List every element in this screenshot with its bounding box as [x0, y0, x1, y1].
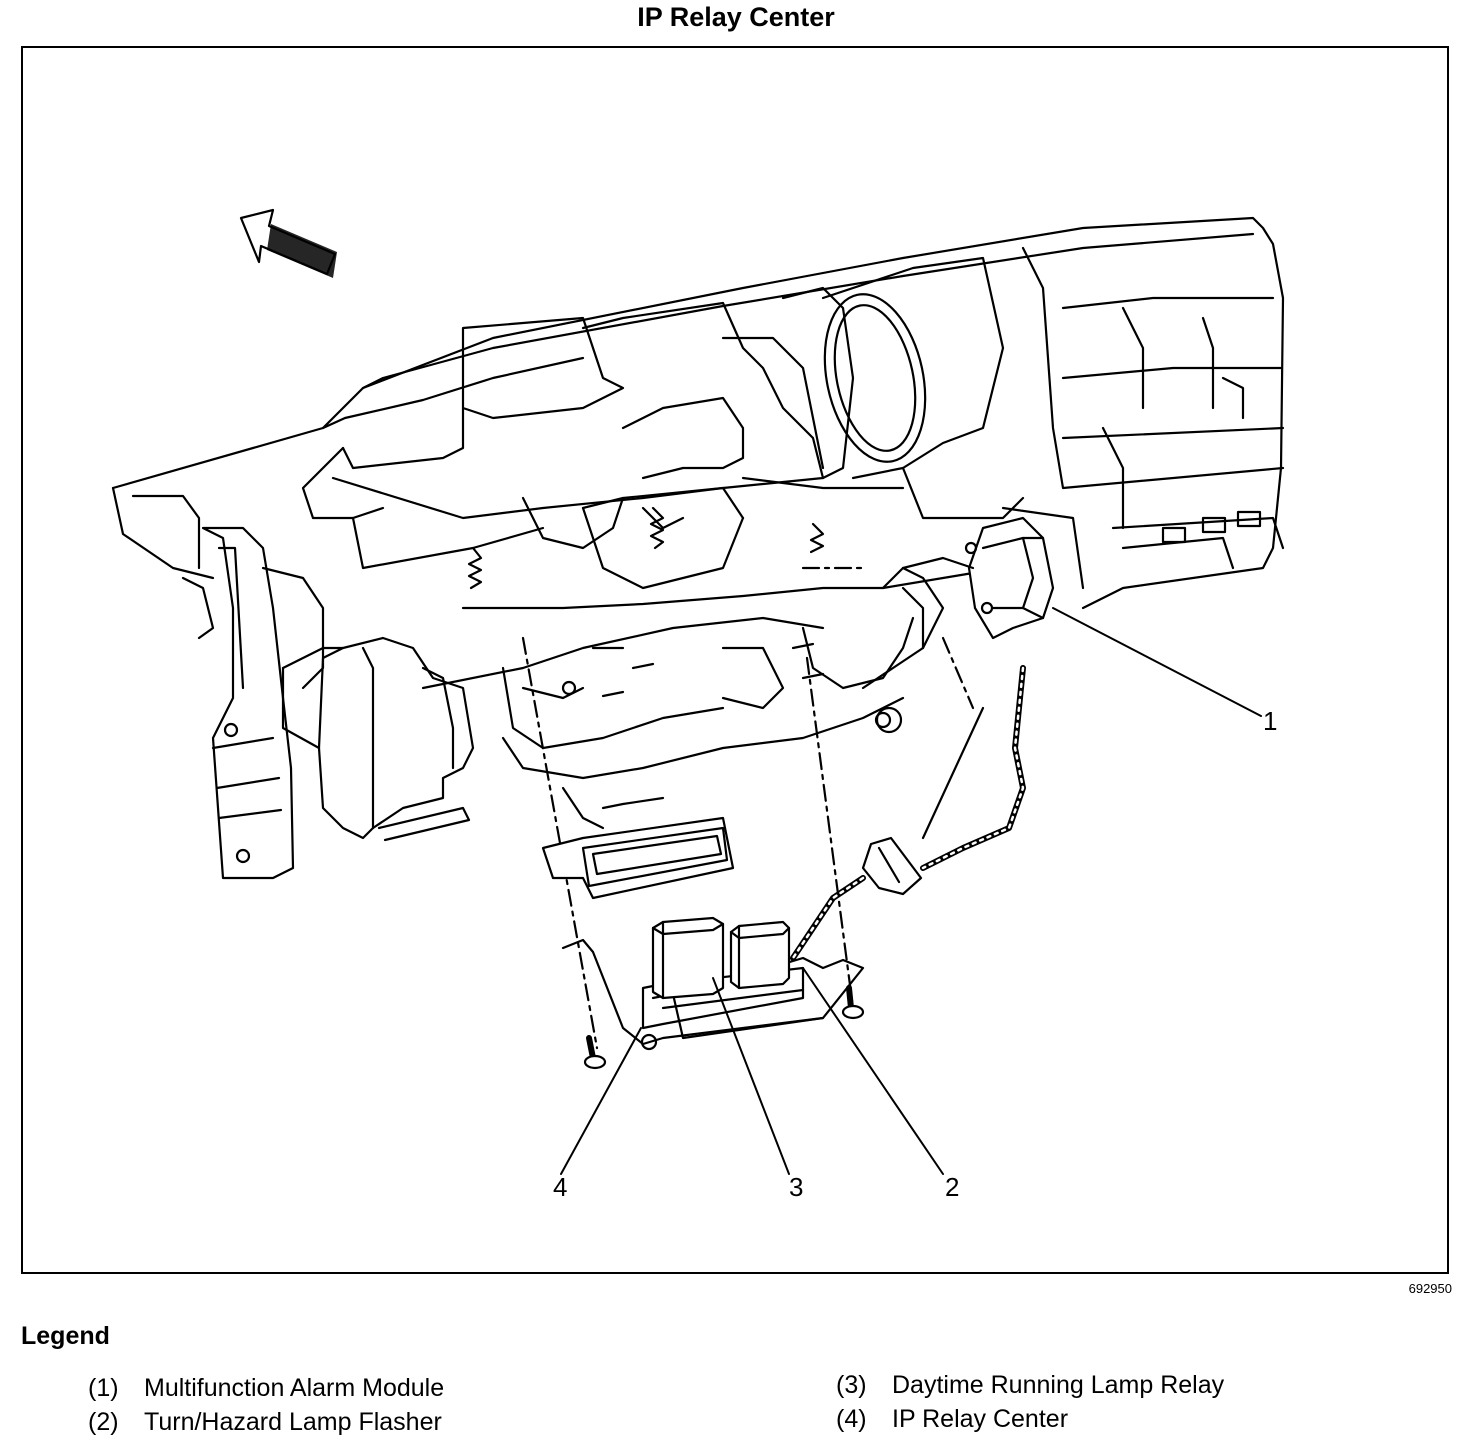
mounting-screw-right	[841, 985, 865, 1020]
legend-item-number: (3)	[836, 1371, 867, 1399]
diagram-title: IP Relay Center	[637, 2, 835, 32]
legend-item: (1) Multifunction Alarm Module	[88, 1374, 444, 1403]
callout-leaders	[560, 607, 1262, 1175]
daytime-running-lamp-relay	[651, 916, 725, 1000]
legend-item-number: (1)	[88, 1374, 119, 1402]
legend-item-label: IP Relay Center	[892, 1405, 1069, 1433]
direction-arrow-icon	[239, 208, 337, 278]
figure-id: 692950	[1408, 1281, 1452, 1296]
turn-hazard-lamp-flasher	[729, 920, 791, 990]
legend-item-label: Daytime Running Lamp Relay	[892, 1371, 1225, 1399]
callout-2: 2	[945, 1172, 960, 1202]
legend-title: Legend	[21, 1322, 110, 1350]
legend-item-label: Multifunction Alarm Module	[144, 1374, 445, 1402]
cross-car-beam	[421, 506, 1005, 780]
legend-item-number: (4)	[836, 1405, 867, 1433]
legend-item: (4) IP Relay Center	[836, 1405, 1068, 1434]
lower-duct-outlet	[541, 786, 735, 900]
callout-3: 3	[789, 1172, 804, 1202]
ip-relay-center	[561, 916, 865, 1070]
instrument-panel-carrier	[111, 216, 1285, 610]
diagram-frame: 1 2 3 4	[21, 46, 1449, 1274]
multifunction-alarm-module	[901, 516, 1055, 650]
callout-1: 1	[1263, 706, 1278, 736]
wiring-harness	[790, 665, 1026, 961]
legend-item-number: (2)	[88, 1408, 119, 1436]
ip-relay-center-illustration	[111, 208, 1285, 1175]
legend-item: (2) Turn/Hazard Lamp Flasher	[88, 1408, 442, 1437]
mounting-screw-left	[583, 1035, 607, 1070]
left-end-bracket	[181, 526, 325, 880]
callout-4: 4	[553, 1172, 568, 1202]
knee-bolster-module	[281, 636, 475, 842]
legend-item: (3) Daytime Running Lamp Relay	[836, 1371, 1224, 1400]
legend-item-label: Turn/Hazard Lamp Flasher	[144, 1408, 442, 1436]
